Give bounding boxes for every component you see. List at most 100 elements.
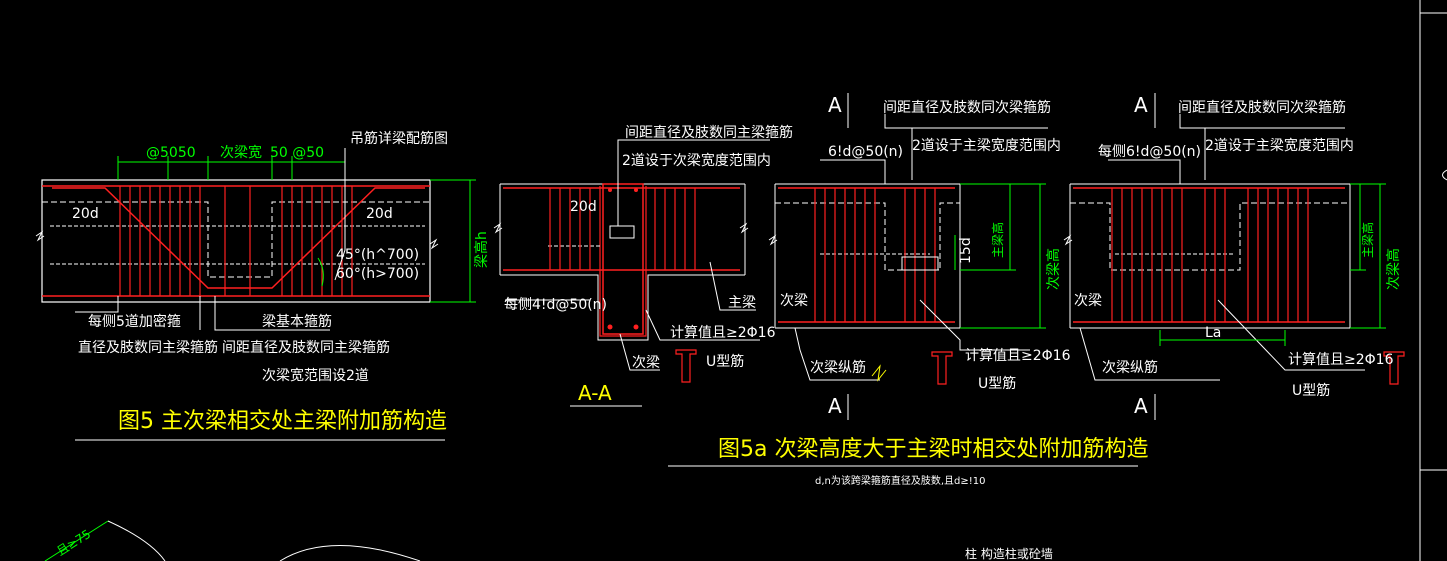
aa-stirrup-note: 每侧4!d@50(n) [504, 297, 607, 313]
figure-5a-title: 图5a 次梁高度大于主梁时相交处附加筋构造 [718, 437, 1148, 462]
stirrups-right [281, 186, 353, 296]
note-leader [75, 296, 119, 313]
angle-arc [317, 257, 324, 287]
figure-5a-left: A A 间距直径及肢数同次梁箍筋 [768, 93, 1071, 420]
note-right-2: 间距直径及肢数同主梁箍筋 [222, 339, 390, 356]
main-beam-dashed [775, 202, 960, 271]
main-beam-outline [41, 179, 431, 303]
rebar-dot [608, 188, 612, 192]
note-leader [1217, 299, 1365, 371]
section-mark-top: A [828, 93, 842, 117]
fig5a-left-stirrup: 6!d@50(n) [828, 144, 903, 160]
note-right-3: 次梁宽范围设2道 [262, 367, 369, 384]
note-leader [1079, 327, 1220, 381]
beam-outline [1070, 183, 1351, 329]
secondary-beam-stirrup [602, 183, 644, 335]
stirrups [549, 188, 696, 270]
fig5a-right-stirrup: 每侧6!d@50(n) [1098, 144, 1201, 160]
note-leader [619, 333, 660, 371]
bottom-note: 柱 构造柱或砼墙 [965, 546, 1053, 561]
note-leader [214, 296, 330, 331]
stirrups-left [119, 186, 201, 296]
depth-label: 梁高h [473, 231, 490, 268]
u-bar-symbol [931, 351, 953, 385]
break-symbol [35, 230, 45, 242]
note-left-1: 每侧5道加密箍 [88, 313, 181, 330]
fig5a-right-sec-depth: 次梁高 [1385, 248, 1402, 290]
note-leader [919, 299, 1030, 351]
note-leader [884, 114, 1048, 129]
fig5a-left-u-bar: U型筋 [978, 375, 1016, 392]
section-mark-bottom: A [828, 394, 842, 418]
section-mark-bottom: A [1134, 394, 1148, 418]
stirrups [1111, 188, 1309, 322]
fig5a-left-sec-depth: 次梁高 [1045, 248, 1062, 290]
aa-note-1: 间距直径及肢数同主梁箍筋 [625, 124, 793, 141]
fig5a-left-len: 15d [958, 237, 974, 264]
len-left-label: 20d [72, 206, 99, 222]
fig5a-left-secondary-beam: 次梁 [780, 293, 808, 309]
rebar-dot [634, 188, 638, 192]
note-left-2: 直径及肢数同主梁箍筋 [78, 339, 218, 356]
u-bar-symbol [675, 349, 697, 383]
stirrups [814, 188, 936, 322]
hanger-leader [334, 148, 346, 281]
fig5a-right-note-1: 间距直径及肢数同次梁箍筋 [1178, 99, 1346, 116]
aa-len-label: 20d [570, 199, 597, 215]
aa-u-bar-label: U型筋 [706, 353, 744, 370]
note-right-1: 梁基本箍筋 [262, 313, 332, 330]
note-leader [820, 159, 886, 184]
figure-5a-footnote: d,n为该跨梁箍筋直径及肢数,且d≥!10 [815, 474, 986, 487]
fig5a-right-secondary-beam: 次梁 [1074, 293, 1102, 309]
fig5a-right-la: La [1205, 325, 1221, 341]
rebar-dot [607, 324, 613, 330]
rebar-dot [633, 324, 639, 330]
dim-right-label: 50 @50 [270, 145, 324, 161]
stirrups-mid [224, 186, 251, 296]
note-leader [645, 309, 760, 341]
break-symbol [768, 234, 778, 246]
fig5a-right-note-2: 2道设于主梁宽度范围内 [1205, 137, 1354, 154]
bottom-dim-label: 且≥75 [54, 527, 93, 559]
break-symbol [429, 238, 439, 250]
note-leader [1179, 114, 1345, 129]
aa-calc-note: 计算值且≥2Φ16 [670, 325, 776, 341]
aa-secondary-beam-label: 次梁 [632, 355, 660, 371]
figure-5-title: 图5 主次梁相交处主梁附加筋构造 [118, 409, 447, 434]
dim-line [44, 520, 109, 561]
note-leader [709, 261, 756, 311]
dim-mid-label: 次梁宽 [220, 144, 262, 161]
bottom-partial-drawing: 且≥75 柱 构造柱或砼墙 [44, 520, 1053, 561]
break-symbol [871, 364, 887, 382]
aa-section-label: A-A [578, 381, 612, 405]
break-symbol [739, 222, 749, 234]
cross-tie [609, 225, 635, 239]
note-leader [794, 327, 880, 381]
figure-5a-right: A A [1063, 93, 1405, 420]
fig5a-left-note-1: 间距直径及肢数同次梁箍筋 [883, 99, 1051, 116]
hanger-bar [52, 187, 425, 289]
fig5a-left-note-2: 2道设于主梁宽度范围内 [912, 137, 1061, 154]
section-mark-top: A [1134, 93, 1148, 117]
main-beam-dashed [1070, 202, 1350, 271]
break-symbol [493, 222, 503, 234]
note-leader [617, 139, 770, 226]
fig5a-right-calc-note: 计算值且≥2Φ16 [1288, 352, 1394, 368]
aa-main-beam-label: 主梁 [728, 295, 756, 311]
u-bar [599, 186, 647, 337]
outline-arc [279, 545, 421, 561]
dim-left-label: @5050 [146, 145, 196, 161]
outline-arc [107, 520, 166, 561]
aa-note-2: 2道设于次梁宽度范围内 [622, 152, 771, 169]
cross-tie [901, 256, 939, 271]
angle-label-1: 45°(h^700) [336, 247, 419, 263]
main-beam-outline [500, 274, 745, 341]
fig5a-left-main-depth: 主梁高 [990, 222, 1005, 258]
angle-label-2: 60°(h>700) [336, 266, 419, 282]
fig5a-right-long-bar: 次梁纵筋 [1102, 359, 1158, 376]
fig5a-left-calc-note: 计算值且≥2Φ16 [965, 348, 1071, 364]
figure-5: @5050 次梁宽 50 @50 吊筋详梁配筋图 20d 20d 45°(h^7… [35, 130, 490, 441]
section-aa: 间距直径及肢数同主梁箍筋 2道设于次梁宽度范围内 20d 每侧4!d@50(n)… [493, 124, 793, 407]
fig5a-left-long-bar: 次梁纵筋 [810, 359, 866, 376]
